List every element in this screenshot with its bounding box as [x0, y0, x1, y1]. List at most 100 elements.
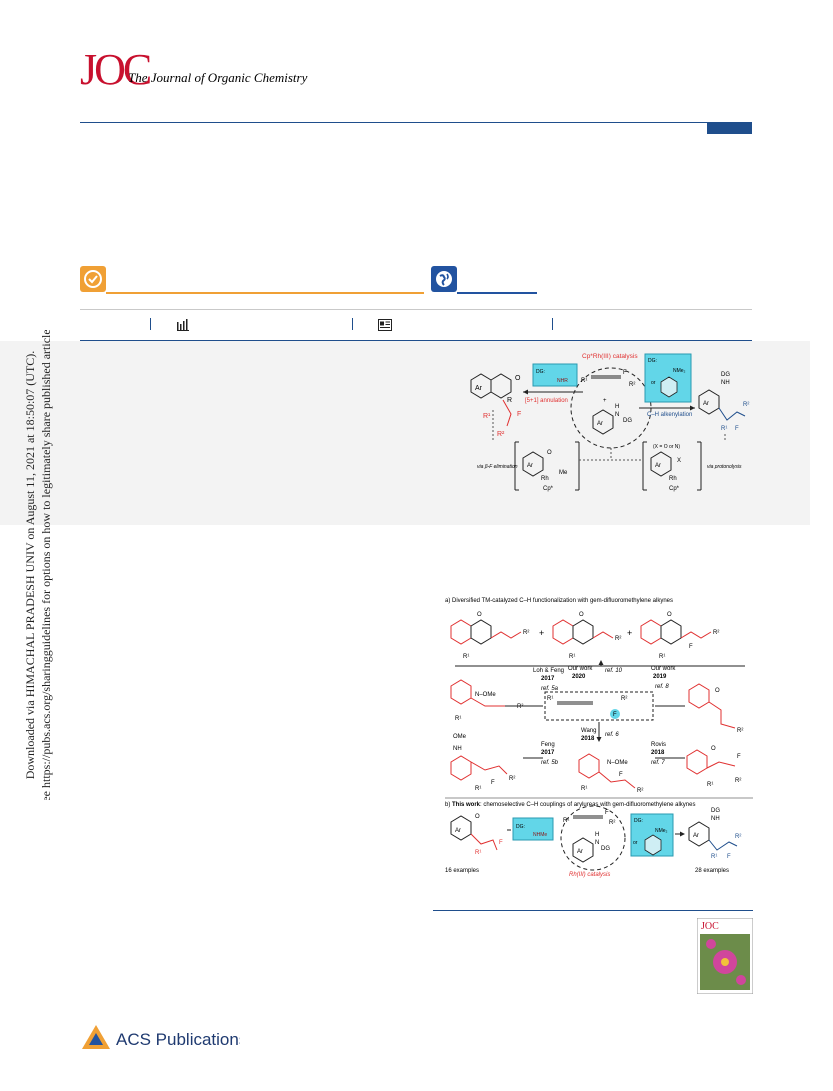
toc-int2-cp: Cp*: [669, 486, 680, 492]
toc-center-f: F: [623, 370, 627, 376]
toc-int2-ar: Ar: [655, 463, 661, 469]
metrics-divider: [552, 318, 553, 330]
ref-8: ref. 8: [655, 684, 669, 690]
feng-r2: R²: [509, 776, 515, 782]
toc-r2: R²: [497, 431, 505, 438]
top-products: O R² R¹ + O R² R¹ + O F R² R¹: [450, 612, 719, 660]
pb-or: or: [633, 840, 638, 846]
toc-int-o: O: [547, 450, 552, 456]
toc-via-protonolysis: via protonolysis: [707, 464, 742, 470]
bar-chart-icon[interactable]: [177, 318, 190, 336]
toc-center-h: H: [615, 404, 619, 410]
toc-center-ar: Ar: [597, 421, 603, 427]
loh-n-ome: N–OMe: [475, 692, 496, 698]
loh-r2: R²: [517, 704, 523, 710]
ref-6: ref. 6: [605, 732, 619, 738]
metrics-rule: [80, 309, 752, 310]
toc-int2-x: X: [677, 458, 681, 464]
toc-center-r2: R²: [629, 382, 635, 388]
our-work-2020-year: 2020: [572, 674, 586, 680]
toc-f: F: [517, 411, 521, 418]
check-icon: [84, 270, 102, 288]
pb-nhme: NHMe: [533, 832, 547, 838]
toc-prod-r2: R²: [743, 402, 749, 408]
download-note: Downloaded via HIMACHAL PRADESH UNIV on …: [23, 330, 53, 800]
pb-center-r1: R¹: [563, 818, 569, 824]
download-note-line2: See https://pubs.acs.org/sharingguidelin…: [39, 330, 53, 800]
pb-center-h: H: [595, 832, 599, 838]
toc-int-rh: Rh: [541, 476, 549, 482]
plus-2: +: [627, 628, 632, 638]
pb-left-r1: R¹: [475, 850, 481, 856]
rovis-o: O: [711, 746, 716, 752]
pb-center-f: F: [605, 810, 609, 816]
our-work-2019-year: 2019: [653, 674, 667, 680]
toc-r: R: [507, 397, 512, 404]
scheme-part-a: a) Diversified TM-catalyzed C–H function…: [445, 598, 673, 604]
feng-year: 2017: [541, 750, 555, 756]
header-rule: [80, 122, 752, 123]
toc-center-plus: +: [603, 398, 607, 404]
acs-publications-logo[interactable]: ACS Publications: [80, 1023, 240, 1055]
ow2019-o: O: [715, 688, 720, 694]
feng-ref: ref. 5b: [541, 760, 559, 766]
pb-left-ar: Ar: [455, 828, 461, 834]
toc-prod-nh: NH: [721, 380, 730, 386]
toc-center-n: N: [615, 412, 619, 418]
sub-r2: R²: [621, 696, 627, 702]
our-work-2020-label: Our work: [568, 666, 593, 672]
sub-f: F: [613, 712, 617, 718]
wang-f: F: [619, 772, 623, 778]
feng-ome: OMe: [453, 734, 467, 740]
scheme-figure: a) Diversified TM-catalyzed C–H function…: [445, 598, 753, 878]
open-access-badge[interactable]: [80, 266, 106, 292]
toc-center-r1: R¹: [581, 378, 587, 384]
prod3-r1: R¹: [659, 654, 665, 660]
pb-dg-right: DG:: [634, 818, 643, 824]
toc-via-beta-f: via β-F elimination: [477, 464, 518, 470]
journal-title: The Journal of Organic Chemistry: [128, 70, 308, 85]
pb-left-f: F: [499, 840, 503, 846]
access-badge[interactable]: [431, 266, 457, 292]
pb-center-r2: R²: [609, 820, 615, 826]
pb-left-o: O: [475, 814, 480, 820]
globe-icon: [436, 271, 452, 287]
wang-n-ome: N–OMe: [607, 760, 628, 766]
prod1-r1: R¹: [463, 654, 469, 660]
wang-label: Wang: [581, 728, 596, 734]
toc-r1: R¹: [483, 413, 491, 420]
toc-nhr: NHR: [557, 378, 568, 384]
pb-dg-left: DG:: [516, 824, 525, 830]
pb-right-r1: R¹: [711, 854, 717, 860]
prod3-f: F: [689, 644, 693, 650]
metrics-rule: [80, 340, 752, 341]
pb-right-dg: DG: [711, 808, 720, 814]
feng-f: F: [491, 780, 495, 786]
badge-rule: [106, 292, 424, 294]
pb-center-ar: Ar: [577, 849, 583, 855]
prod2-o: O: [579, 612, 584, 618]
rovis-f: F: [737, 754, 741, 760]
feng-r1: R¹: [475, 786, 481, 792]
cover-logo: JOC: [701, 921, 719, 932]
prod2-r2: R²: [615, 636, 621, 642]
toc-int2-rh: Rh: [669, 476, 677, 482]
pb-center-dg: DG: [601, 846, 610, 852]
badge-rule: [457, 292, 537, 294]
journal-cover-thumbnail[interactable]: JOC: [697, 918, 753, 994]
toc-int-ar: Ar: [527, 463, 533, 469]
examples-16: 16 examples: [445, 868, 479, 874]
prod3-r2: R²: [713, 630, 719, 636]
toc-x-note: (X = O or N): [653, 444, 680, 450]
pb-right-ar: Ar: [693, 833, 699, 839]
prod1-r2: R²: [523, 630, 529, 636]
footer-rule: [433, 910, 753, 911]
loh-ref: ref. 5a: [541, 686, 559, 692]
toc-ar: Ar: [475, 385, 483, 392]
pb-right-r2: R²: [735, 834, 741, 840]
pb-center-n: N: [595, 840, 599, 846]
document-icon[interactable]: [378, 318, 392, 336]
toc-prod-dg: DG: [721, 372, 730, 378]
toc-alkenylation: C–H alkenylation: [647, 412, 692, 418]
toc-int-me: Me: [559, 470, 568, 476]
